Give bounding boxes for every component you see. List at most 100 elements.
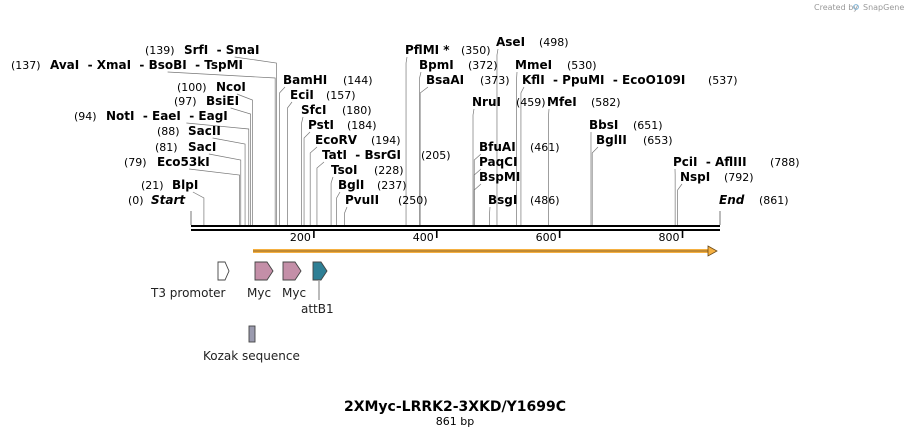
enzyme-name[interactable]: BpmI: [419, 58, 454, 72]
kozak-sequence-box-icon: [248, 325, 256, 343]
enzyme-position: (21): [141, 179, 164, 192]
enzyme-name[interactable]: NotI - EaeI - EagI: [106, 109, 228, 123]
enzyme-name[interactable]: BsiEI: [206, 94, 239, 108]
end-label: End: [719, 193, 745, 207]
enzyme-name[interactable]: EciI: [290, 88, 314, 102]
site-line: [186, 122, 250, 225]
enzyme-position: (373): [480, 74, 510, 87]
enzyme-name[interactable]: SfcI: [301, 103, 326, 117]
enzyme-name[interactable]: BbsI: [589, 118, 618, 132]
enzyme-name[interactable]: MmeI: [515, 58, 552, 72]
enzyme-name[interactable]: PaqCI: [479, 155, 517, 169]
enzyme-position: (94): [74, 110, 97, 123]
enzyme-name[interactable]: SrfI - SmaI: [184, 43, 259, 57]
myc-2-arrow-icon: [282, 261, 302, 281]
enzyme-name[interactable]: Eco53kI: [157, 155, 210, 169]
orf-arrowhead-icon: [707, 245, 718, 257]
feature-label-t3-promoter: T3 promoter: [150, 286, 226, 300]
site-lines: [167, 48, 683, 225]
enzyme-position: (582): [591, 96, 621, 109]
site-line: [230, 107, 251, 225]
site-line: [591, 146, 599, 225]
enzyme-name[interactable]: BsaAI: [426, 73, 464, 87]
site-line: [234, 56, 277, 225]
site-line: [405, 56, 408, 225]
enzyme-name[interactable]: BspMI: [479, 170, 520, 184]
enzyme-name[interactable]: BamHI: [283, 73, 327, 87]
enzyme-position: (81): [155, 141, 178, 154]
enzyme-name[interactable]: PstI: [308, 118, 334, 132]
enzyme-name[interactable]: NruI: [472, 95, 501, 109]
enzyme-position: (459): [516, 96, 546, 109]
enzyme-position: (237): [377, 179, 407, 192]
enzyme-name[interactable]: KflI - PpuMI - EcoO109I: [522, 73, 685, 87]
site-line: [336, 191, 341, 225]
axis-tick-label: 400: [413, 231, 434, 244]
enzyme-position: (530): [567, 59, 597, 72]
enzyme-position: (139): [145, 44, 175, 57]
feature-label-attb1: attB1: [301, 302, 334, 316]
feature-label-myc-2: Myc: [282, 286, 306, 300]
end-position: (861): [759, 194, 789, 207]
site-line: [677, 183, 683, 225]
snapgene-logo-icon: [853, 4, 859, 10]
enzyme-position: (792): [724, 171, 754, 184]
enzyme-name[interactable]: BlpI: [172, 178, 198, 192]
myc-1-arrow-icon: [254, 261, 274, 281]
enzyme-name[interactable]: AseI: [496, 35, 525, 49]
enzyme-name[interactable]: AvaI - XmaI - BsoBI - TspMI: [50, 58, 243, 72]
t3-promoter-arrow-icon: [217, 261, 230, 281]
enzyme-name[interactable]: MfeI: [547, 95, 577, 109]
enzyme-position: (228): [374, 164, 404, 177]
enzyme-name[interactable]: TatI - BsrGI: [322, 148, 401, 162]
enzyme-name[interactable]: PflMI *: [405, 43, 450, 57]
feature-label-myc-1: Myc: [247, 286, 271, 300]
enzyme-position: (79): [124, 156, 147, 169]
enzyme-position: (97): [174, 95, 197, 108]
enzyme-name[interactable]: BglII: [596, 133, 627, 147]
attb1-arrow-icon: [312, 261, 328, 281]
site-line: [212, 137, 246, 225]
enzyme-name[interactable]: BglI: [338, 178, 364, 192]
site-line: [316, 161, 325, 225]
enzyme-name[interactable]: SacII: [188, 124, 221, 138]
site-line: [279, 86, 286, 225]
site-line: [344, 206, 348, 225]
enzyme-name[interactable]: SacI: [188, 140, 216, 154]
enzyme-position: (180): [342, 104, 372, 117]
start-position: (0): [128, 194, 144, 207]
enzyme-name[interactable]: BfuAI: [479, 140, 516, 154]
enzyme-name[interactable]: NcoI: [216, 80, 246, 94]
enzyme-position: (184): [347, 119, 377, 132]
axis-tick-label: 800: [659, 231, 680, 244]
site-line: [473, 183, 482, 225]
site-line: [496, 48, 499, 225]
site-line: [309, 146, 318, 225]
site-labels: BlpI (21) Eco53kI (79) SacI (81) SacII (88) NotI…: [11, 35, 800, 207]
sequence-length: 861 bp: [436, 415, 474, 428]
site-line: [287, 101, 293, 225]
enzyme-position: (205): [421, 149, 451, 162]
site-line: [419, 86, 429, 225]
enzyme-position: (788): [770, 156, 800, 169]
enzyme-name[interactable]: BsgI: [488, 193, 517, 207]
enzyme-name[interactable]: TsoI: [331, 163, 357, 177]
enzyme-name[interactable]: PvuII: [345, 193, 379, 207]
enzyme-name[interactable]: PciI - AflIII: [673, 155, 747, 169]
enzyme-position: (100): [177, 81, 207, 94]
enzyme-name[interactable]: NspI: [680, 170, 710, 184]
credit-text: Created by: [814, 3, 858, 12]
enzyme-position: (144): [343, 74, 373, 87]
enzyme-position: (537): [708, 74, 738, 87]
feature-label-kozak: Kozak sequence: [203, 349, 300, 363]
site-line: [236, 93, 253, 225]
snapgene-brand: SnapGene: [863, 3, 904, 12]
enzyme-position: (88): [157, 125, 180, 138]
enzyme-name[interactable]: EcoRV: [315, 133, 358, 147]
enzyme-position: (157): [326, 89, 356, 102]
site-line: [208, 153, 242, 225]
site-line: [188, 168, 240, 225]
enzyme-position: (498): [539, 36, 569, 49]
